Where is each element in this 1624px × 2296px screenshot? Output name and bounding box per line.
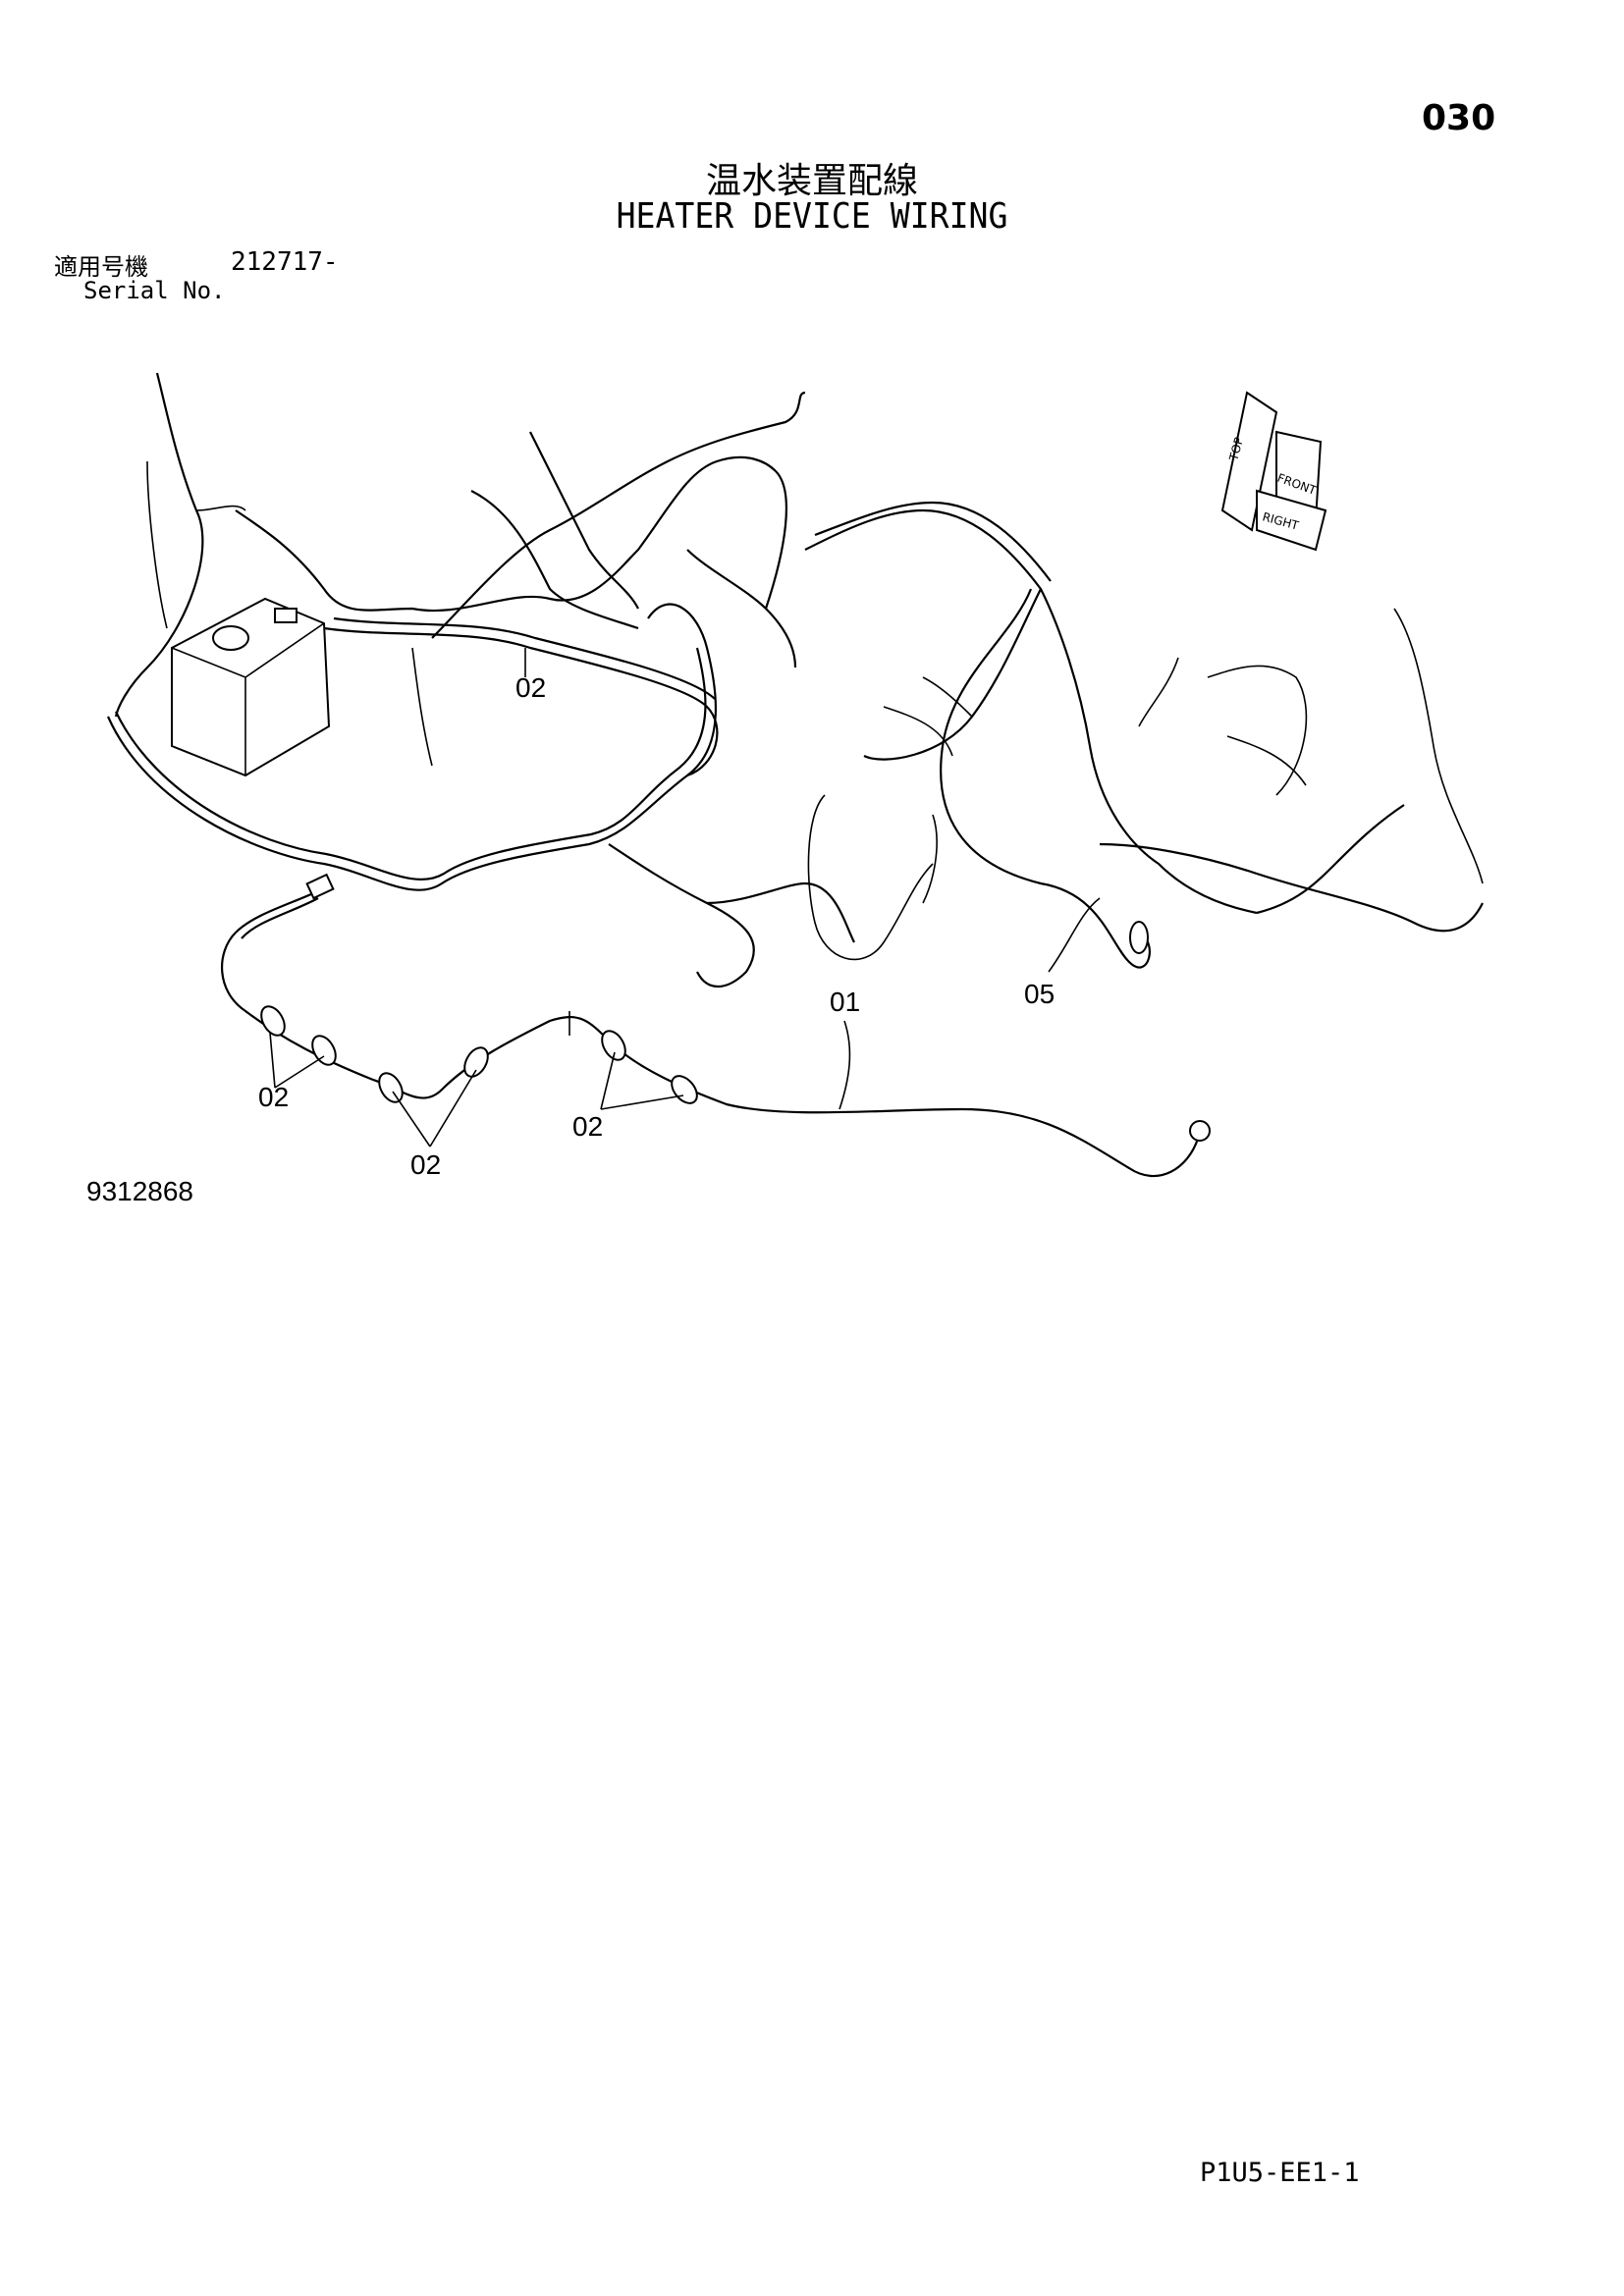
serial-label-japanese: 適用号機 — [54, 253, 148, 281]
orientation-indicator: TOP FRONT RIGHT — [1220, 391, 1327, 552]
serial-label: Serial No. — [83, 277, 226, 304]
main-harness — [106, 372, 1484, 988]
callout-02-right: 02 — [572, 1111, 603, 1142]
orientation-label-top: TOP — [1226, 436, 1246, 463]
branch-wires — [146, 460, 1484, 961]
drawing-number: 9312868 — [86, 1176, 194, 1206]
callout-02-left: 02 — [258, 1082, 289, 1112]
callout-01: 01 — [830, 987, 860, 1017]
callout-05: 05 — [1024, 979, 1055, 1009]
page-code: P1U5-EE1-1 — [1200, 2158, 1360, 2188]
callout-02-bottom: 02 — [410, 1149, 441, 1180]
wire-05 — [940, 588, 1151, 969]
wire-01 — [220, 873, 1211, 1178]
callout-02-top: 02 — [515, 672, 546, 703]
page-title: HEATER DEVICE WIRING — [616, 196, 1008, 237]
page-title-japanese: 温水装置配線 — [705, 161, 918, 201]
page-number: 030 — [1422, 98, 1496, 138]
callout-leaders — [269, 648, 1101, 1148]
heater-unit — [171, 597, 331, 777]
serial-range: 212717- — [231, 247, 339, 277]
